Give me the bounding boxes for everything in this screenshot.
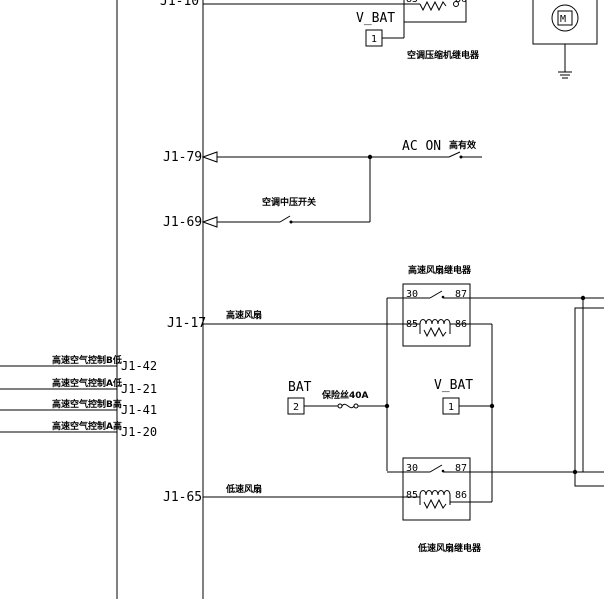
high-fan-label: 高速风扇 — [226, 309, 262, 321]
low-relay-resistor — [423, 498, 447, 510]
compressor-motor-circle — [551, 4, 579, 32]
motor-symbol-frame — [557, 10, 573, 26]
pin-j1-41: J1-41 — [121, 403, 157, 417]
low-relay-85: 85 — [406, 490, 418, 501]
bat-num: 2 — [293, 402, 299, 413]
low-relay-30: 30 — [406, 463, 418, 474]
low-fan-relay-box — [402, 457, 471, 521]
high-fan-relay-box — [402, 283, 471, 347]
low-relay-87: 87 — [455, 463, 467, 474]
input-arrow-j1-79 — [201, 151, 218, 163]
ac-on-label: AC ON — [402, 139, 441, 154]
ac-ctrl-b-low-label: 高速空气控制B低 — [52, 354, 122, 366]
compressor-relay-box — [403, 0, 467, 23]
pin-j1-42: J1-42 — [121, 359, 157, 373]
pin-j1-65: J1-65 — [163, 490, 202, 505]
pin-j1-21: J1-21 — [121, 382, 157, 396]
compressor-relay-node — [453, 1, 459, 7]
mid-pressure-switch — [279, 215, 291, 223]
high-active-label: 高有效 — [449, 139, 477, 151]
high-relay-85: 85 — [406, 319, 418, 330]
motor-symbol: M — [560, 14, 566, 25]
bat-label: BAT — [288, 380, 312, 395]
v-bat-top-label: V_BAT — [356, 11, 395, 26]
pin-j1-20: J1-20 — [121, 425, 157, 439]
v-bat-top-num: 1 — [371, 34, 377, 45]
ac-ctrl-b-high-label: 高速空气控制B高 — [52, 398, 122, 410]
low-relay-contact — [429, 464, 443, 473]
pin-j1-17: J1-17 — [167, 316, 206, 331]
v-bat-mid-num: 1 — [448, 402, 454, 413]
pin-j1-79: J1-79 — [163, 150, 202, 165]
ac-on-switch — [448, 151, 461, 158]
compressor-relay-coil — [419, 0, 447, 12]
compressor-relay-label: 空调压缩机继电器 — [407, 49, 480, 61]
high-relay-30: 30 — [406, 289, 418, 300]
compressor-relay-85: 85 — [406, 0, 418, 5]
ac-ctrl-a-low-label: 高速空气控制A低 — [52, 377, 122, 389]
fuse-icon — [341, 403, 355, 409]
high-relay-resistor — [423, 326, 447, 338]
high-relay-87: 87 — [455, 289, 467, 300]
input-arrow-j1-69 — [201, 216, 218, 228]
pin-j1-10: J1-10 — [160, 0, 199, 9]
low-relay-coil — [419, 490, 451, 496]
compressor-relay-86: 86 — [455, 0, 467, 5]
fuse-label: 保险丝40A — [321, 389, 369, 401]
high-relay-contact — [429, 290, 443, 299]
high-relay-coil — [419, 319, 451, 325]
v-bat-mid-label: V_BAT — [434, 378, 473, 393]
low-fan-label: 低速风扇 — [225, 483, 262, 495]
fan-motor-box — [574, 307, 604, 487]
ac-ctrl-a-high-label: 高速空气控制A高 — [52, 420, 122, 432]
low-fan-relay-label: 低速风扇继电器 — [417, 542, 482, 554]
pin-j1-69: J1-69 — [163, 215, 202, 230]
high-fan-relay-label: 高速风扇继电器 — [408, 264, 472, 276]
low-relay-86: 86 — [455, 490, 467, 501]
mid-pressure-switch-label: 空调中压开关 — [262, 196, 316, 208]
